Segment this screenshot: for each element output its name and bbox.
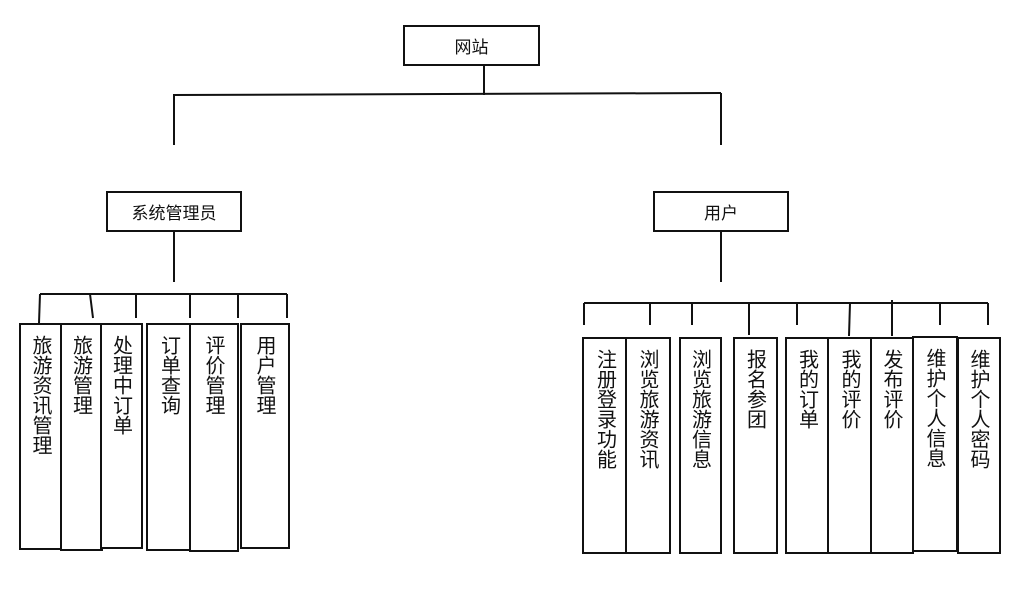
user-leaf-label: 浏览旅游信息: [688, 349, 713, 469]
user-leaf-label: 我的订单: [795, 349, 820, 429]
user-leaf-label: 注册登录功能: [593, 349, 618, 469]
user-node-label: 用户: [704, 204, 738, 224]
user-leaf-node: 注册登录功能: [582, 337, 629, 554]
connector-line: [172, 92, 722, 96]
user-leaf-node: 维护个人密码: [957, 337, 1001, 554]
user-leaf-node: 发布评价: [870, 337, 914, 554]
connector-line: [89, 293, 94, 319]
root-node-label: 网站: [454, 38, 489, 58]
connector-line: [38, 293, 41, 324]
user-node: 用户: [653, 191, 789, 232]
admin-leaf-node: 用户管理: [240, 323, 290, 549]
admin-leaf-label: 订单查询: [157, 335, 182, 415]
user-leaf-node: 浏览旅游资讯: [625, 337, 671, 554]
admin-leaf-node: 订单查询: [146, 323, 193, 551]
admin-node-label: 系统管理员: [131, 204, 217, 224]
admin-leaf-node: 评价管理: [189, 323, 239, 552]
admin-leaf-label: 用户管理: [253, 335, 277, 415]
user-leaf-node: 维护个人信息: [912, 336, 958, 552]
user-leaf-label: 发布评价: [880, 349, 904, 429]
user-leaf-label: 报名参团: [743, 349, 768, 429]
root-node: 网站: [403, 25, 540, 66]
admin-node: 系统管理员: [106, 191, 242, 232]
user-leaf-node: 报名参团: [733, 337, 778, 554]
user-leaf-label: 我的评价: [838, 349, 862, 429]
admin-leaf-node: 旅游资讯管理: [19, 323, 63, 550]
user-leaf-node: 我的订单: [785, 337, 830, 554]
admin-leaf-label: 旅游管理: [69, 335, 94, 415]
admin-leaf-label: 旅游资讯管理: [29, 335, 53, 455]
user-leaf-label: 维护个人信息: [923, 348, 947, 468]
admin-leaf-node: 处理中订单: [100, 323, 143, 549]
admin-leaf-node: 旅游管理: [60, 323, 103, 551]
admin-leaf-label: 评价管理: [202, 335, 226, 415]
connector-line: [848, 302, 851, 337]
admin-leaf-label: 处理中订单: [109, 335, 134, 435]
user-leaf-label: 浏览旅游资讯: [636, 349, 660, 469]
user-leaf-node: 浏览旅游信息: [679, 337, 722, 554]
user-leaf-node: 我的评价: [827, 337, 873, 554]
user-leaf-label: 维护个人密码: [967, 349, 991, 469]
